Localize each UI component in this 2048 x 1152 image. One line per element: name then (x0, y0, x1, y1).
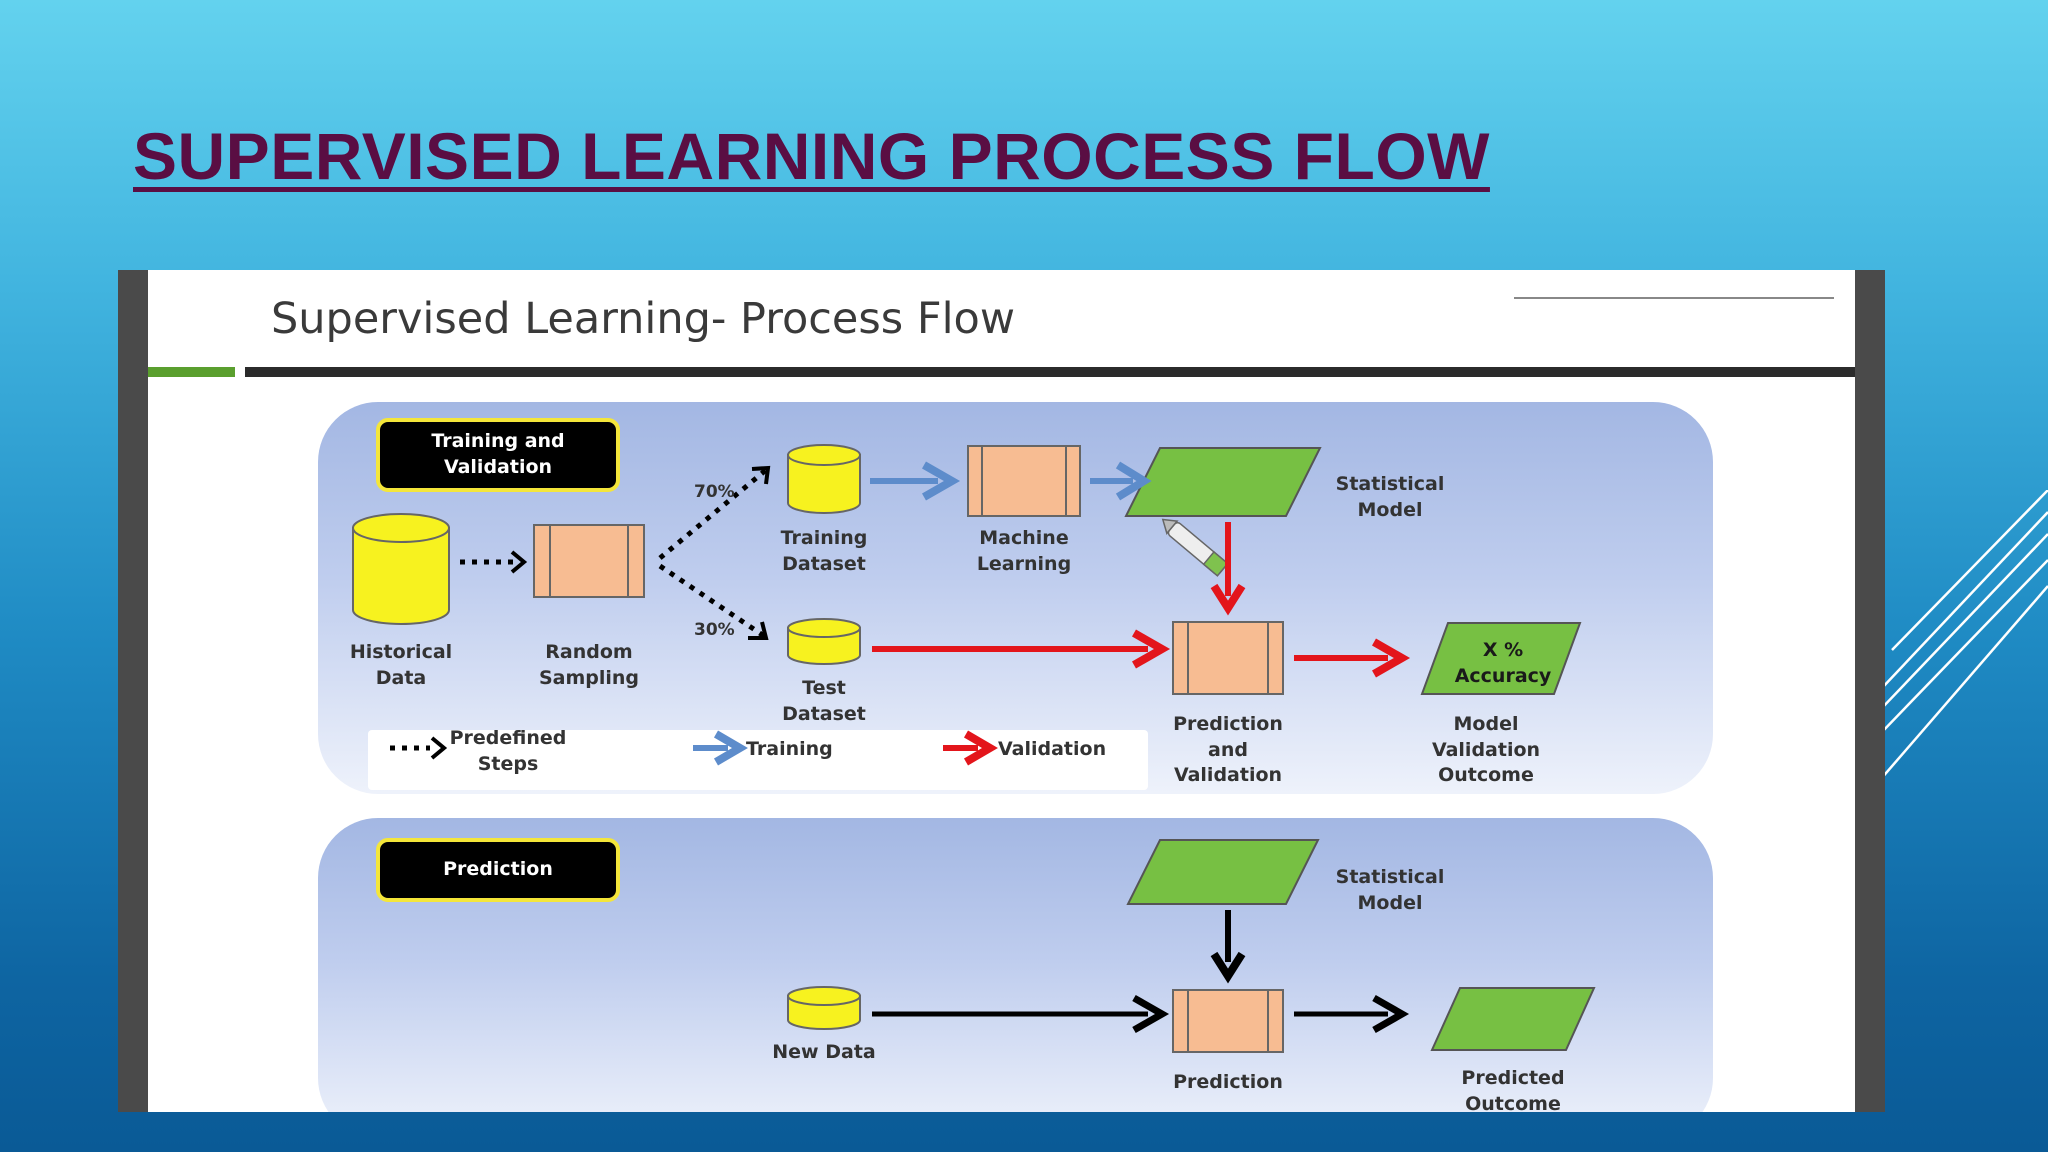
training-validation-badge: Training and Validation (376, 418, 620, 492)
figure-canvas: Supervised Learning- Process Flow (148, 270, 1855, 1112)
statistical-model-shape-top (1124, 447, 1322, 517)
prediction-validation-label: Prediction and Validation (1173, 713, 1283, 787)
new-data-cylinder (787, 986, 861, 1030)
statistical-model-label-top: Statistical Model (1335, 473, 1445, 521)
slide-title: SUPERVISED LEARNING PROCESS FLOW (133, 119, 1490, 193)
legend-predefined-label: Predefined Steps (449, 727, 567, 775)
prediction-label: Prediction (1173, 1071, 1283, 1093)
prediction-box (1172, 989, 1284, 1053)
historical-data-cylinder (352, 513, 450, 625)
model-validation-outcome-label: Model Validation Outcome (1431, 713, 1541, 787)
prediction-badge: Prediction (376, 838, 620, 902)
pen-cursor-icon (1161, 518, 1229, 577)
statistical-model-shape-bottom (1126, 839, 1320, 905)
split-70-label: 70% (694, 482, 735, 502)
random-sampling-box (533, 524, 645, 598)
split-30-label: 30% (694, 620, 735, 640)
test-dataset-label: Test Dataset (782, 677, 866, 725)
legend-validation-label: Validation (998, 738, 1107, 760)
predefined-arrow-head (510, 550, 528, 574)
process-flow-diagram (352, 444, 1596, 1053)
header-accent-bar (148, 367, 235, 377)
random-sampling-label: Random Sampling (538, 641, 640, 689)
figure-title: Supervised Learning- Process Flow (271, 294, 1015, 344)
predicted-outcome-label: Predicted Outcome (1461, 1067, 1565, 1112)
accuracy-label: X % Accuracy (1454, 639, 1552, 687)
statistical-model-label-bottom: Statistical Model (1335, 866, 1445, 914)
header-divider-bar (245, 367, 1855, 377)
machine-learning-box (967, 445, 1081, 517)
split-30-arrow (658, 563, 766, 639)
accuracy-shape (1420, 622, 1582, 695)
historical-data-label: Historical Data (349, 641, 453, 689)
legend-training-label: Training (746, 738, 833, 760)
legend-box (368, 730, 1148, 790)
prediction-validation-box (1172, 621, 1284, 695)
predicted-outcome-shape (1430, 987, 1596, 1051)
training-dataset-cylinder (787, 444, 861, 514)
test-dataset-cylinder (787, 618, 861, 665)
header-rule-line (1514, 297, 1834, 299)
machine-learning-label: Machine Learning (976, 527, 1072, 575)
decorative-diagonal-lines (1880, 490, 2048, 781)
training-dataset-label: Training Dataset (780, 527, 868, 575)
new-data-label: New Data (772, 1041, 876, 1063)
